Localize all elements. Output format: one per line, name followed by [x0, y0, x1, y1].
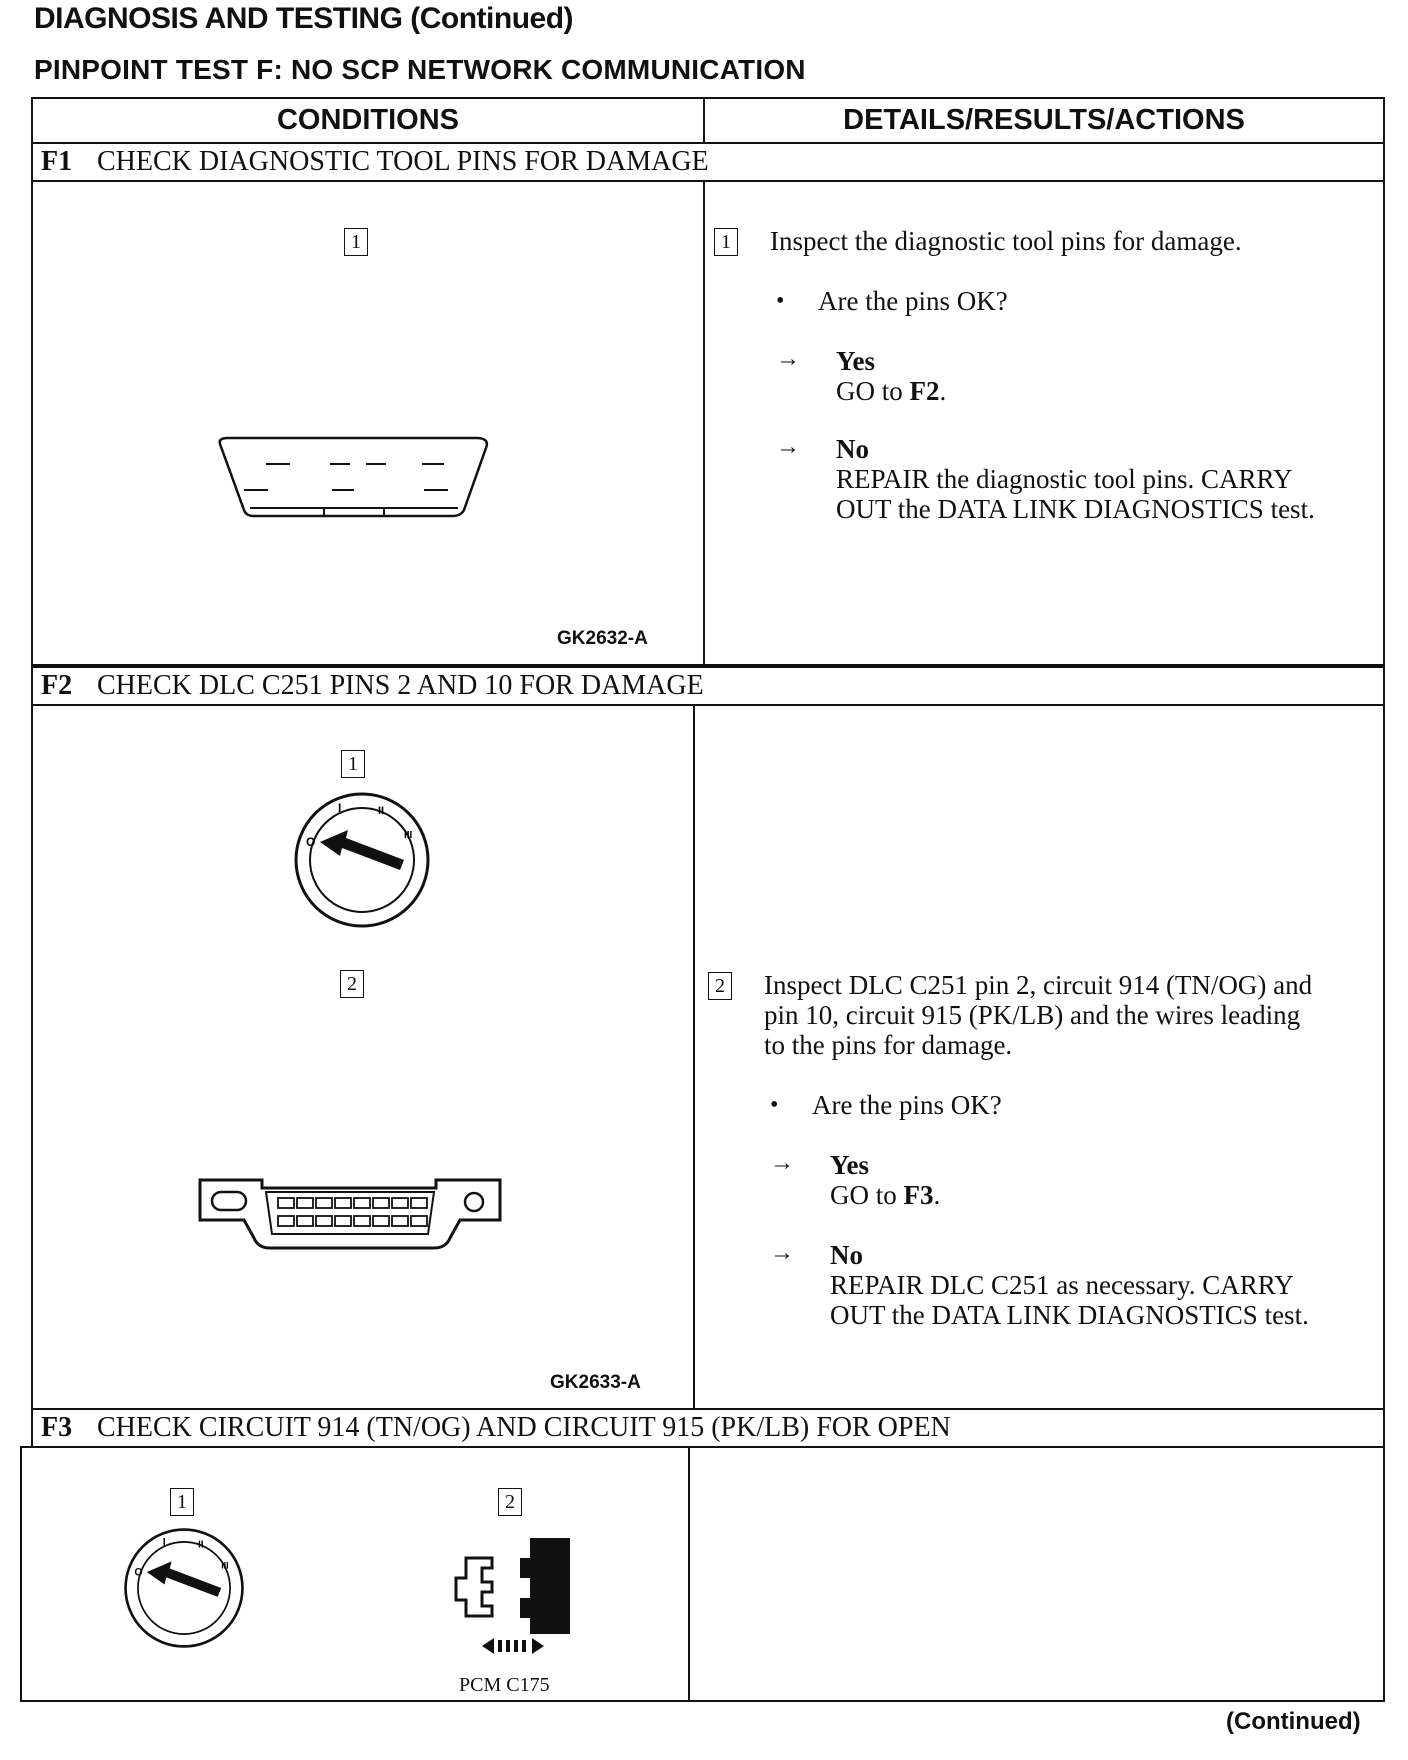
- yes-action: GO to F3.: [830, 1180, 940, 1210]
- step-code: F2: [41, 670, 73, 701]
- f3-conditions-panel: [20, 1446, 690, 1702]
- bullet-icon: •: [770, 1092, 779, 1118]
- arrow-right-icon: →: [776, 346, 800, 372]
- ignition-mark: O: [134, 1567, 142, 1579]
- f1-details-panel: [703, 180, 1385, 666]
- ignition-mark: III: [221, 1561, 228, 1571]
- yes-action-prefix: GO to: [836, 376, 910, 406]
- no-action-line: REPAIR DLC C251 as necessary. CARRY: [830, 1270, 1294, 1300]
- yes-action-ref: F3: [903, 1180, 934, 1210]
- no-label: No: [836, 434, 869, 464]
- ignition-mark: I: [163, 1536, 166, 1548]
- ignition-switch-icon: O I II III: [294, 792, 430, 928]
- figure-callout-1: 1: [341, 750, 365, 778]
- yes-action-suffix: .: [933, 1180, 941, 1210]
- step-title: CHECK CIRCUIT 914 (TN/OG) AND CIRCUIT 91…: [97, 1412, 951, 1443]
- diagnostic-tool-connector-icon: [218, 436, 489, 518]
- yes-label: Yes: [836, 346, 875, 376]
- figure-callout-1: 1: [170, 1488, 194, 1516]
- figure-id: GK2632-A: [557, 628, 648, 649]
- detail-callout-1: 1: [714, 228, 738, 256]
- step-header-f1: F1 CHECK DIAGNOSTIC TOOL PINS FOR DAMAGE: [31, 142, 1385, 182]
- question-text: Are the pins OK?: [818, 286, 1008, 316]
- footer-continued: (Continued): [1226, 1708, 1361, 1735]
- bullet-icon: •: [776, 288, 785, 314]
- step-code: F1: [41, 146, 73, 177]
- yes-label: Yes: [830, 1150, 869, 1180]
- yes-action: GO to F2.: [836, 376, 946, 406]
- column-header-details: DETAILS/RESULTS/ACTIONS: [703, 97, 1385, 144]
- figure-callout-2: 2: [498, 1488, 522, 1516]
- pcm-connector-disconnect-icon: [454, 1538, 570, 1654]
- no-action-line: REPAIR the diagnostic tool pins. CARRY: [836, 464, 1293, 494]
- f3-details-panel: [688, 1446, 1385, 1702]
- detail-callout-2: 2: [708, 972, 732, 1000]
- figure-callout-1: 1: [344, 228, 368, 256]
- ignition-mark: III: [404, 830, 413, 841]
- instruction-text: Inspect the diagnostic tool pins for dam…: [770, 226, 1242, 256]
- step-header-f3: F3 CHECK CIRCUIT 914 (TN/OG) AND CIRCUIT…: [31, 1408, 1385, 1448]
- test-title: PINPOINT TEST F: NO SCP NETWORK COMMUNIC…: [34, 54, 806, 85]
- no-label: No: [830, 1240, 863, 1270]
- no-action-line: OUT the DATA LINK DIAGNOSTICS test.: [830, 1300, 1309, 1330]
- section-title: DIAGNOSIS AND TESTING (Continued): [34, 2, 574, 35]
- instruction-line: to the pins for damage.: [764, 1030, 1013, 1060]
- step-header-f2: F2 CHECK DLC C251 PINS 2 AND 10 FOR DAMA…: [31, 666, 1385, 706]
- yes-action-prefix: GO to: [830, 1180, 904, 1210]
- figure-id: GK2633-A: [550, 1372, 641, 1393]
- arrow-right-icon: →: [776, 434, 800, 460]
- instruction-line: Inspect DLC C251 pin 2, circuit 914 (TN/…: [764, 970, 1313, 1000]
- step-code: F3: [41, 1412, 73, 1443]
- ignition-mark: II: [198, 1539, 204, 1550]
- column-header-conditions: CONDITIONS: [31, 97, 705, 144]
- f1-conditions-panel: [31, 180, 705, 666]
- question-text: Are the pins OK?: [812, 1090, 1002, 1120]
- connector-label: PCM C175: [459, 1674, 550, 1696]
- yes-action-ref: F2: [909, 376, 940, 406]
- yes-action-suffix: .: [939, 376, 947, 406]
- ignition-mark: II: [378, 805, 384, 817]
- arrow-right-icon: →: [770, 1150, 794, 1176]
- no-action-line: OUT the DATA LINK DIAGNOSTICS test.: [836, 494, 1315, 524]
- instruction-line: pin 10, circuit 915 (PK/LB) and the wire…: [764, 1000, 1301, 1030]
- ignition-mark: I: [338, 801, 341, 815]
- dlc-connector-icon: [198, 1178, 502, 1250]
- ignition-switch-icon: O I II III: [124, 1528, 244, 1648]
- arrow-right-icon: →: [770, 1240, 794, 1266]
- ignition-mark: O: [306, 835, 315, 849]
- step-title: CHECK DIAGNOSTIC TOOL PINS FOR DAMAGE: [97, 146, 709, 177]
- figure-callout-2: 2: [340, 970, 364, 998]
- step-title: CHECK DLC C251 PINS 2 AND 10 FOR DAMAGE: [97, 670, 704, 701]
